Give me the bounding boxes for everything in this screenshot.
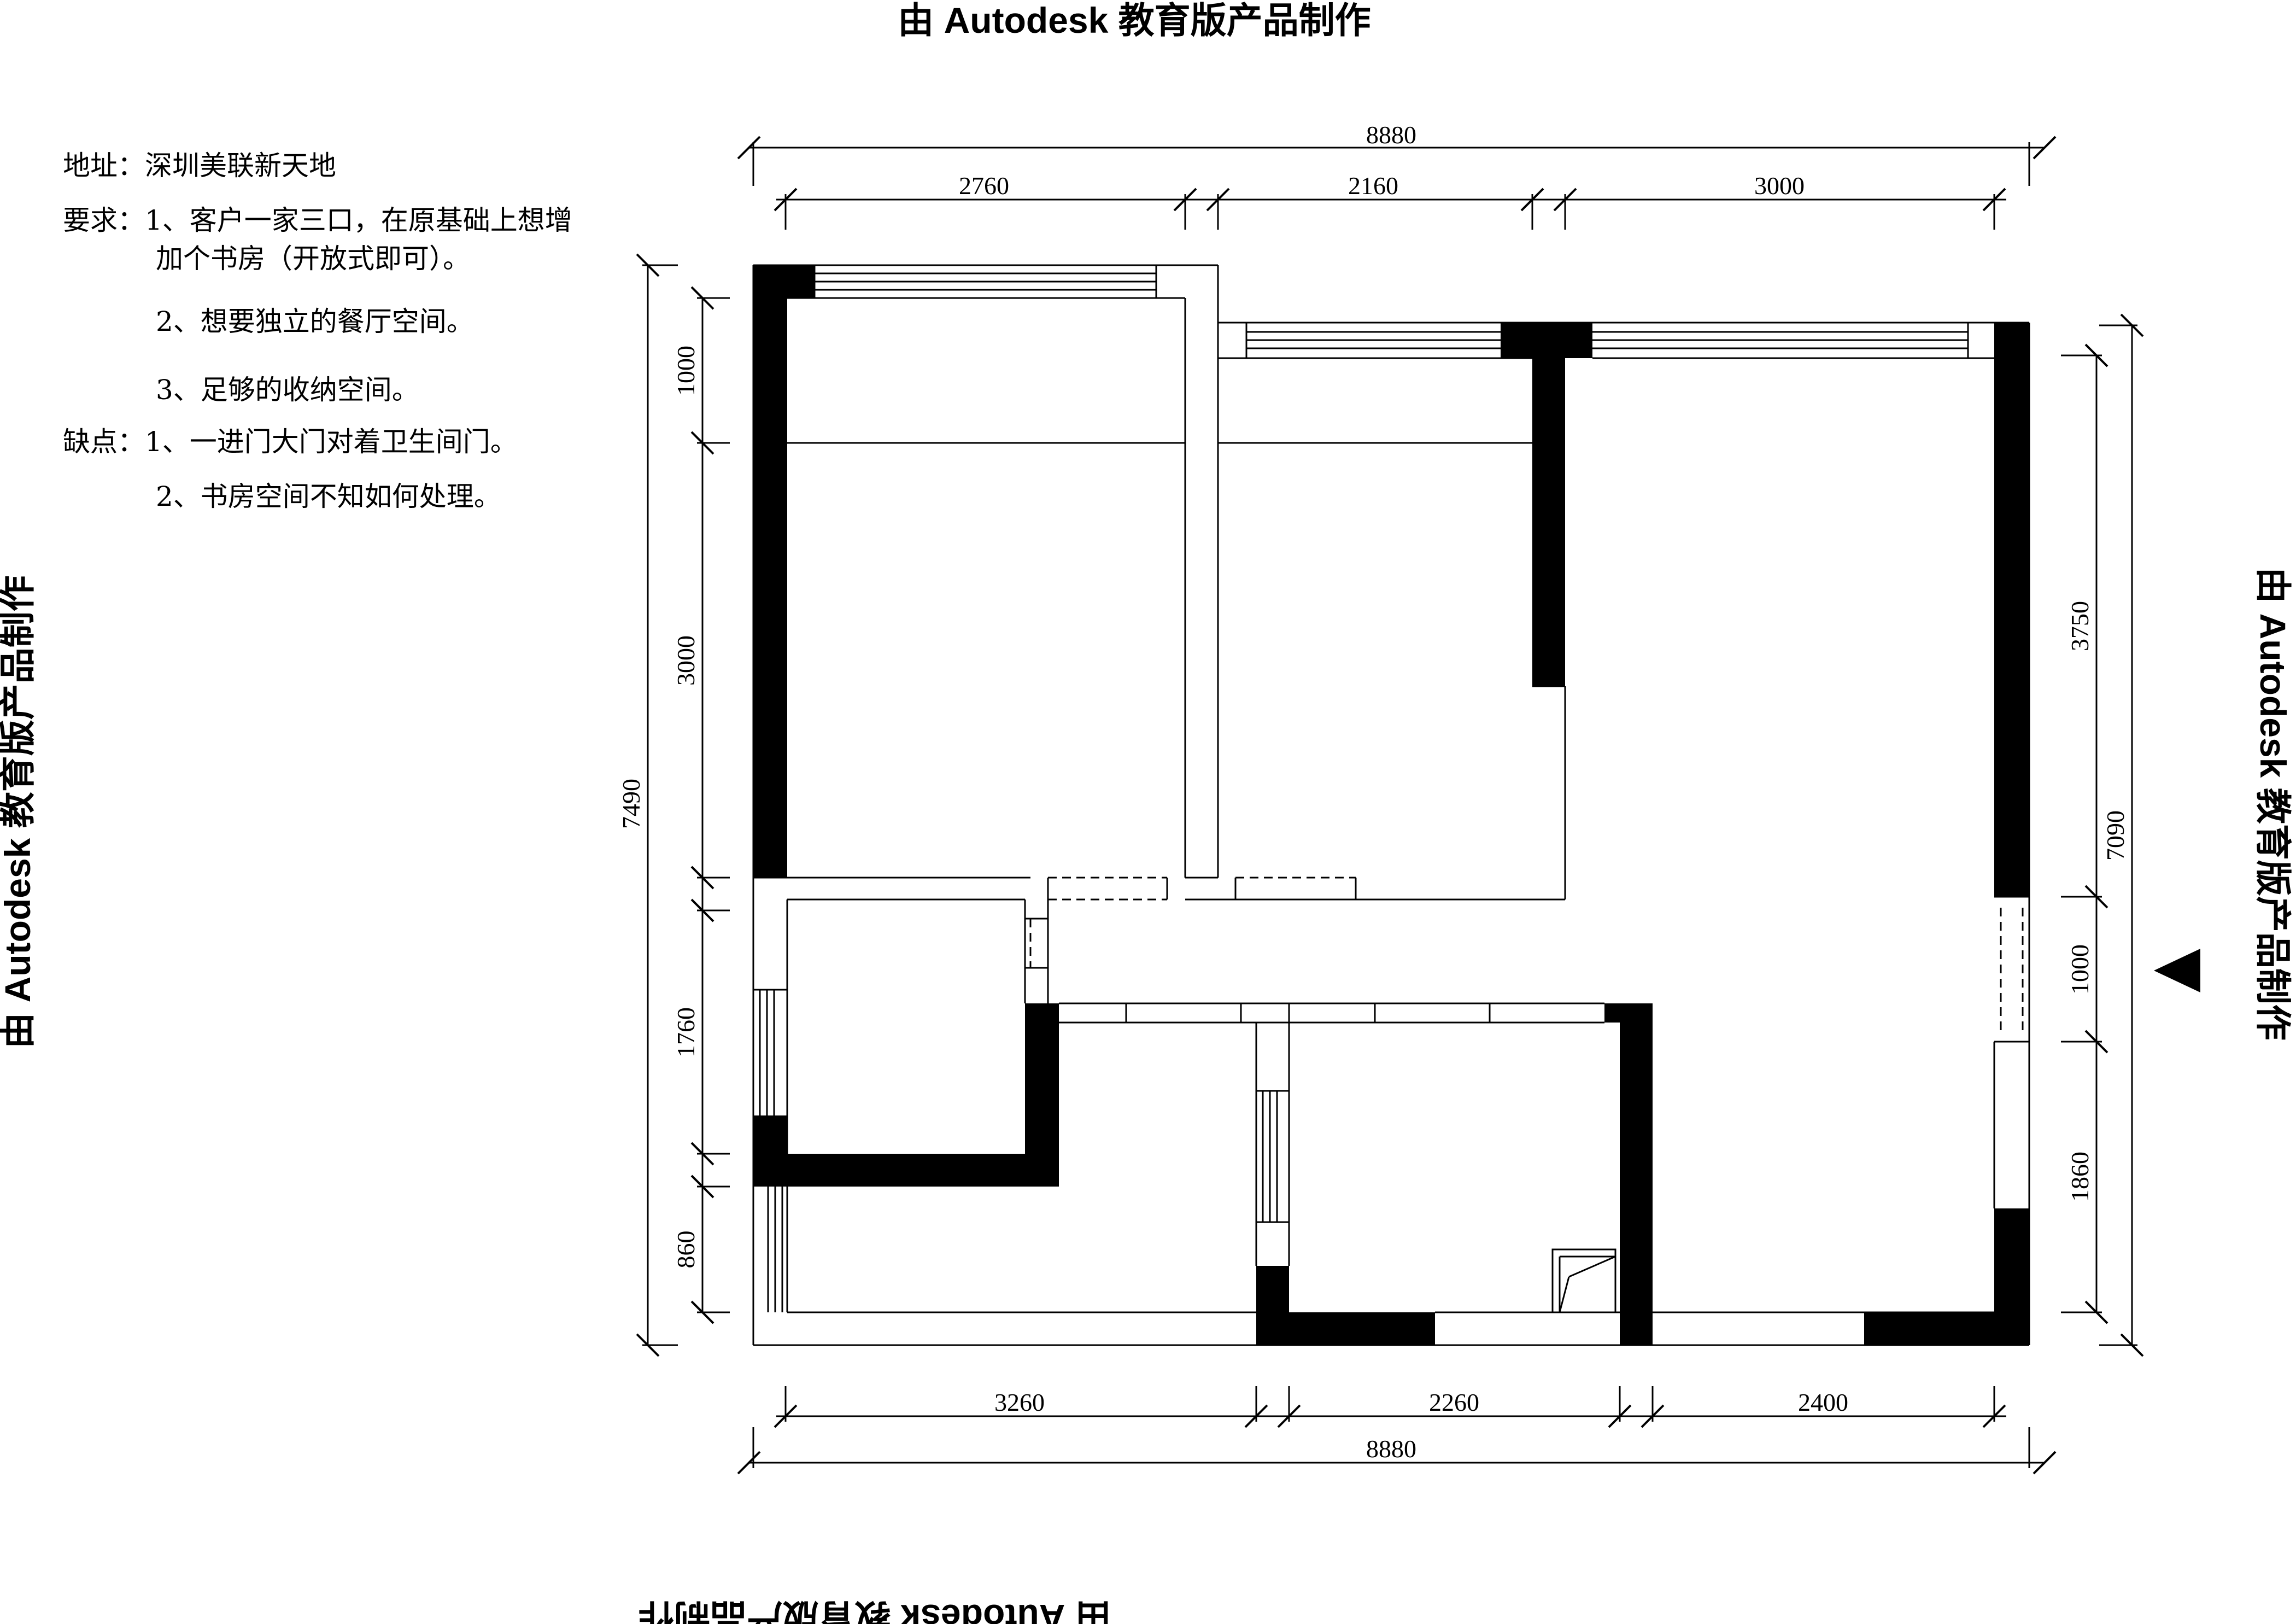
- dim-bottom-2: 2260: [1429, 1388, 1479, 1416]
- flaw-2: 2、书房空间不知如何处理。: [156, 481, 501, 512]
- dim-left-3: 1760: [672, 1007, 700, 1058]
- requirement-2: 2、想要独立的餐厅空间。: [156, 306, 474, 337]
- dim-left-1: 1000: [672, 346, 700, 396]
- dim-top-3: 3000: [1754, 172, 1805, 200]
- door-openings: [1025, 877, 2024, 1033]
- watermark-left: 由 Autodesk 教育版产品制作: [0, 575, 38, 1048]
- dim-left-2: 3000: [672, 635, 700, 686]
- dim-left-4: 860: [672, 1231, 700, 1269]
- requirement-1: 要求：1、客户一家三口，在原基础上想增: [63, 205, 572, 236]
- requirement-1-cont: 加个书房（开放式即可）。: [156, 243, 470, 274]
- dim-top-2: 2160: [1348, 172, 1398, 200]
- watermark-bottom: 由 Autodesk 教育版产品制作: [638, 1597, 1111, 1624]
- dim-top-total: 8880: [1366, 121, 1416, 149]
- requirement-3: 3、足够的收纳空间。: [156, 374, 419, 406]
- watermark-right: 由 Autodesk 教育版产品制作: [2253, 567, 2293, 1040]
- dim-right-2: 1000: [2066, 944, 2094, 995]
- dim-top-1: 2760: [959, 172, 1009, 200]
- dim-right-1: 3750: [2066, 601, 2094, 651]
- dim-right-total: 7090: [2101, 810, 2129, 861]
- triangle-left-icon: [2154, 949, 2200, 992]
- dim-bottom-3: 2400: [1798, 1388, 1848, 1416]
- address-text: 地址：深圳美联新天地: [63, 150, 336, 182]
- dim-bottom-1: 3260: [994, 1388, 1045, 1416]
- windows: [813, 265, 1994, 359]
- dimension-labels: 8880 2760 2160 3000 3260 2260 2400 8880 …: [617, 121, 2129, 1463]
- dim-right-3: 1860: [2066, 1152, 2094, 1202]
- requirements-notes: 地址：深圳美联新天地 要求：1、客户一家三口，在原基础上想增 加个书房（开放式即…: [63, 150, 572, 512]
- structural-walls: [753, 265, 2029, 1345]
- dim-bottom-total: 8880: [1366, 1435, 1416, 1463]
- dim-left-total: 7490: [617, 779, 645, 829]
- watermark-top: 由 Autodesk 教育版产品制作: [898, 0, 1370, 40]
- dimension-lines: [636, 136, 2144, 1475]
- flaw-1: 缺点：1、一进门大门对着卫生间门。: [63, 426, 518, 458]
